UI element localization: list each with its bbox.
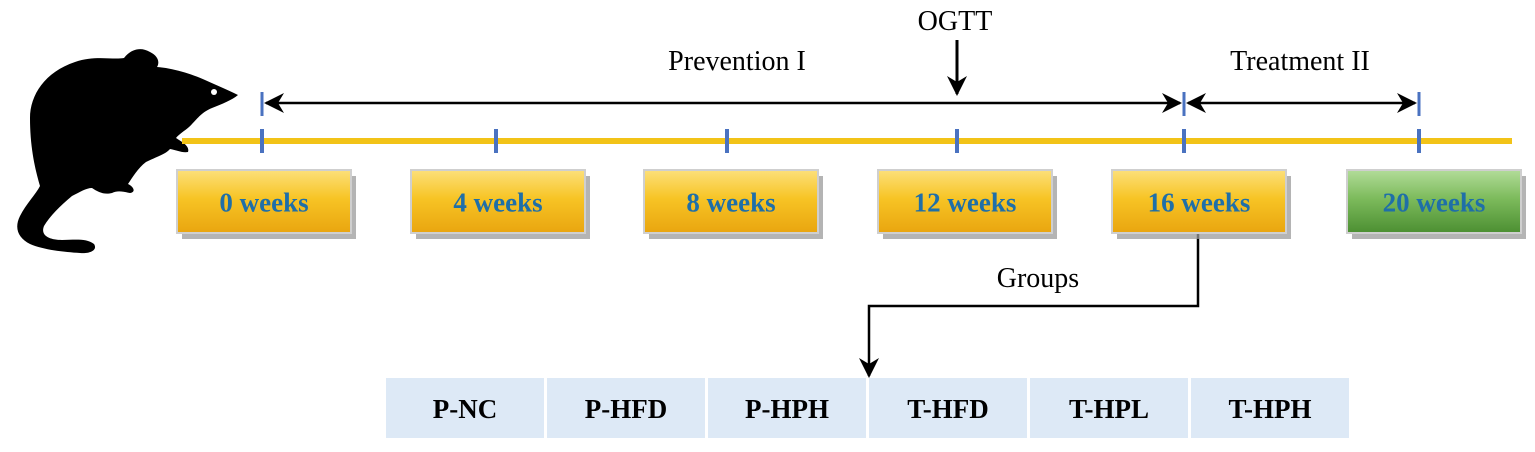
week-box-rect [877, 169, 1053, 234]
group-label-5: T-HPH [1228, 394, 1311, 424]
groups-arrow [859, 232, 1200, 378]
week-box-rect [176, 169, 352, 234]
week-box-1: 4 weeks [410, 169, 590, 239]
ogtt-label: OGTT [918, 6, 993, 37]
week-box-rect [643, 169, 819, 234]
group-label-4: T-HPL [1069, 394, 1149, 424]
group-cell-rect [1191, 378, 1349, 438]
group-cell-3: T-HFD [869, 378, 1027, 438]
week-label-5: 20 weeks [1383, 188, 1486, 218]
group-cell-5: T-HPH [1191, 378, 1349, 438]
week-label-1: 4 weeks [453, 188, 542, 218]
group-cell-rect [708, 378, 866, 438]
group-cell-rect [547, 378, 705, 438]
group-cell-0: P-NC [386, 378, 544, 438]
mouse-icon [17, 49, 239, 254]
group-cell-rect [386, 378, 544, 438]
week-label-2: 8 weeks [686, 188, 775, 218]
week-box-rect [410, 169, 586, 234]
group-cell-4: T-HPL [1030, 378, 1188, 438]
group-cell-2: P-HPH [708, 378, 866, 438]
week-label-0: 0 weeks [219, 188, 308, 218]
week-label-4: 16 weeks [1148, 188, 1251, 218]
week-box-5: 20 weeks [1346, 169, 1526, 239]
group-cell-rect [1030, 378, 1188, 438]
group-cell-1: P-HFD [547, 378, 705, 438]
group-cell-rect [869, 378, 1027, 438]
week-box-3: 12 weeks [877, 169, 1057, 239]
week-box-2: 8 weeks [643, 169, 823, 239]
week-box-4: 16 weeks [1111, 169, 1291, 239]
week-box-rect [1111, 169, 1287, 234]
group-label-3: T-HFD [907, 394, 989, 424]
week-box-0: 0 weeks [176, 169, 356, 239]
week-box-rect [1346, 169, 1522, 234]
group-label-0: P-NC [433, 394, 497, 424]
groups-label: Groups [997, 263, 1079, 294]
group-label-1: P-HFD [585, 394, 667, 424]
week-label-3: 12 weeks [914, 188, 1017, 218]
treatment-phase-label: Treatment II [1230, 46, 1370, 77]
group-label-2: P-HPH [745, 394, 829, 424]
prevention-phase-label: Prevention I [668, 46, 806, 77]
